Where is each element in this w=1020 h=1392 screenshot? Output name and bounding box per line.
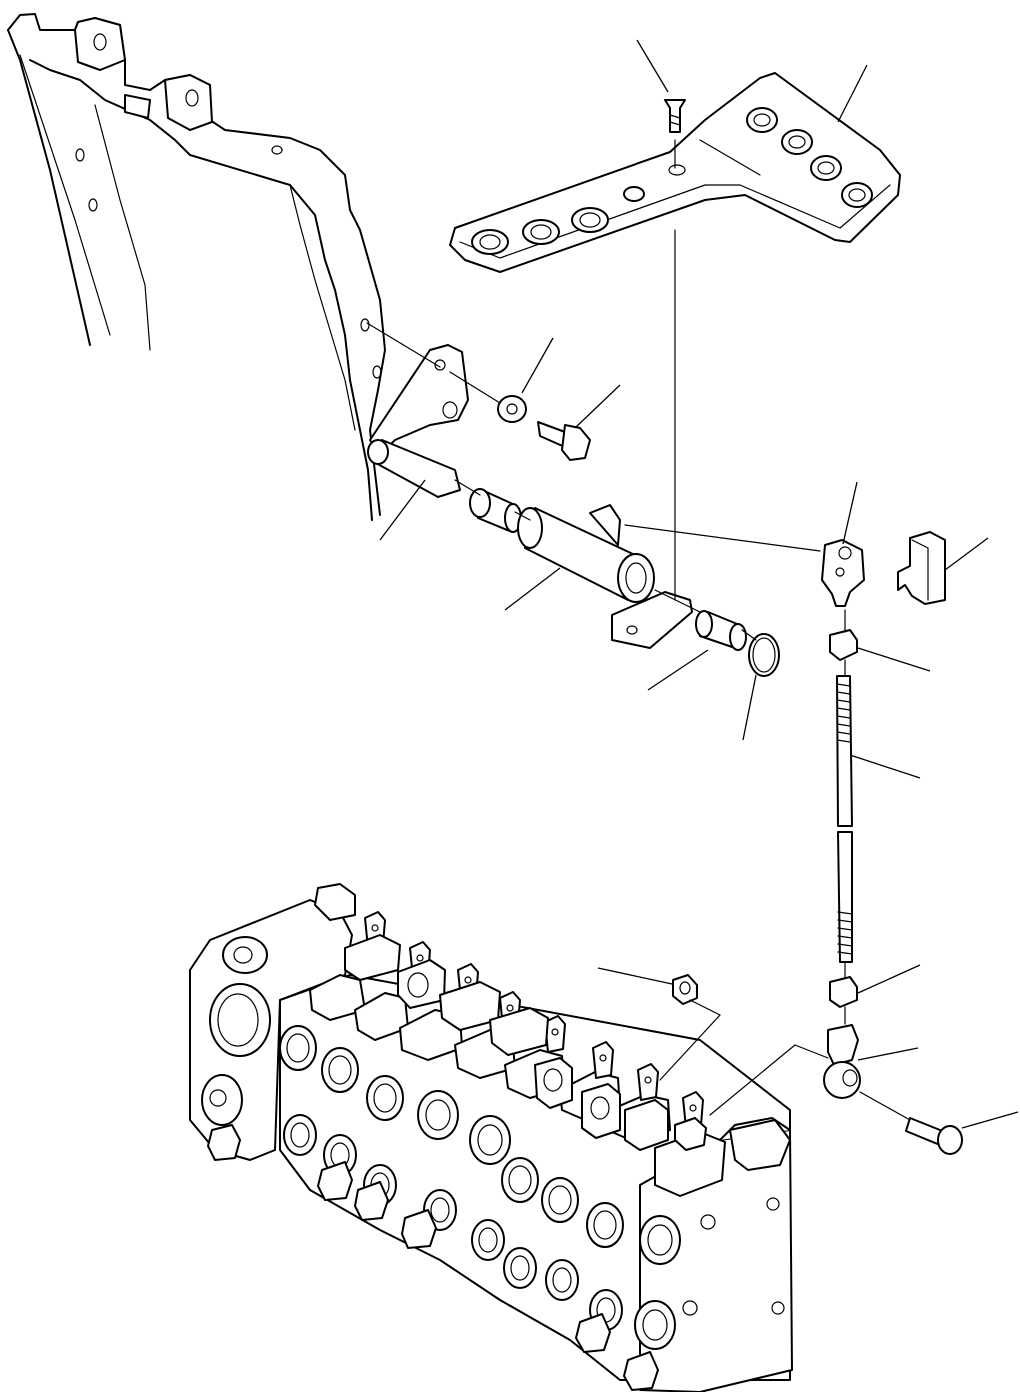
pedal-bosses xyxy=(471,107,873,255)
frame-bracket xyxy=(7,13,386,521)
pedal-plate xyxy=(449,72,901,273)
pivot-tube xyxy=(517,504,693,649)
cap-nut xyxy=(672,974,698,1005)
nut-upper xyxy=(829,629,858,661)
pivot-pin xyxy=(367,439,461,498)
countersunk-screw xyxy=(664,99,686,133)
bushing-left xyxy=(469,488,522,533)
rod-end xyxy=(823,1024,861,1099)
callout-leaders xyxy=(379,39,1019,1129)
snap-ring xyxy=(748,633,780,677)
clevis xyxy=(821,539,865,607)
bushing-right xyxy=(695,610,747,651)
mount-plate xyxy=(369,344,469,456)
clip xyxy=(897,531,946,605)
threaded-rod xyxy=(836,675,853,963)
control-valve xyxy=(189,883,793,1392)
bolt xyxy=(537,421,591,461)
valve-plugs xyxy=(207,1124,659,1391)
washer xyxy=(497,395,527,423)
valve-ports xyxy=(279,1025,624,1331)
nut-lower xyxy=(829,976,858,1008)
assembly-lines xyxy=(366,139,911,1121)
valve-caps xyxy=(344,934,726,1197)
rod-end-bolt xyxy=(905,1117,963,1155)
